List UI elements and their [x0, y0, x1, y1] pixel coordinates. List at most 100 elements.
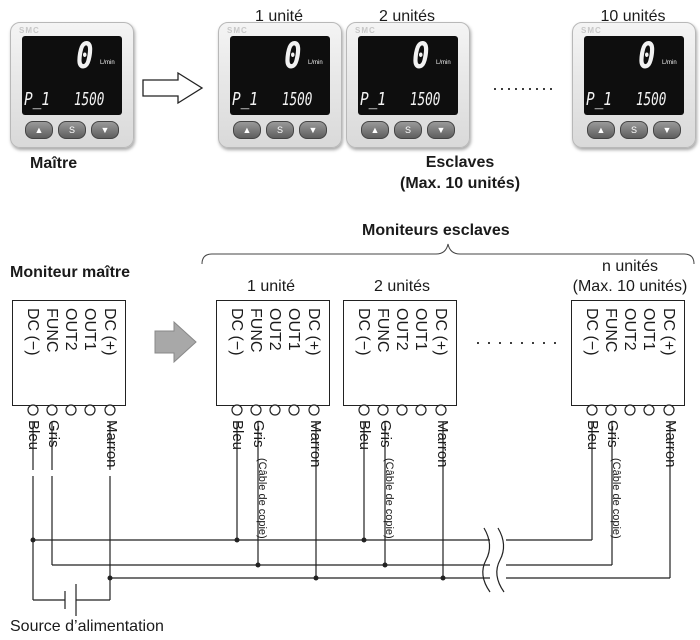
display-value: 0: [76, 36, 94, 77]
slave-n-wire-grey-note: (Câble de copie): [610, 458, 622, 539]
display-mode: P_1: [360, 89, 387, 110]
display-value: 0: [638, 36, 656, 77]
slave-2-terminal-circles: [358, 404, 447, 416]
master-terminal-box: [12, 300, 126, 406]
master-monitor-title: Moniteur maître: [10, 264, 131, 281]
terminal-func: FUNC: [247, 308, 264, 353]
terminal-func: FUNC: [43, 308, 60, 353]
slave-1-terminal-circles: [231, 404, 320, 416]
down-button[interactable]: ▼: [299, 121, 327, 139]
up-button[interactable]: ▲: [361, 121, 389, 139]
terminal-func: FUNC: [374, 308, 391, 353]
lcd-screen: 0 L/min P_1 1500: [358, 36, 458, 115]
slave-2-wire-brown: Marron: [434, 420, 451, 468]
down-button[interactable]: ▼: [427, 121, 455, 139]
power-source-label: Source d’alimentation: [10, 618, 164, 635]
master-terminal-circles: [27, 404, 116, 416]
lcd-screen: 0 L/min P_1 1500: [230, 36, 330, 115]
display-mode: P_1: [24, 89, 51, 110]
display-mode: P_1: [232, 89, 259, 110]
master-label: Maître: [30, 155, 78, 172]
display-unit: L/min: [436, 60, 451, 66]
slave-2-wire-blue: Bleu: [356, 420, 373, 451]
master-terminals: DC (−) FUNC OUT2 OUT1 DC (+): [12, 300, 124, 404]
terminal-dc-plus: DC (+): [660, 308, 677, 356]
slave-monitor-2: SMC 0 L/min P_1 1500 ▲ S ▼: [346, 22, 470, 148]
terminal-dc-minus: DC (−): [583, 308, 600, 356]
terminal-out1: OUT1: [81, 308, 98, 351]
slave-n-wire-brown: Marron: [662, 420, 679, 468]
bottom-unit-1-label: 1 unité: [247, 278, 296, 295]
up-button[interactable]: ▲: [233, 121, 261, 139]
display-setpoint: 1500: [282, 89, 313, 110]
top-unit-2-label: 2 unités: [378, 8, 436, 25]
slave-2-wire-grey-note: (Câble de copie): [383, 458, 395, 539]
top-unit-1-label: 1 unité: [254, 8, 304, 25]
terminal-dc-minus: DC (−): [355, 308, 372, 356]
terminal-out1: OUT1: [412, 308, 429, 351]
terminal-out2: OUT2: [393, 308, 410, 351]
up-button[interactable]: ▲: [25, 121, 53, 139]
display-unit: L/min: [100, 60, 115, 66]
terminal-out1: OUT1: [285, 308, 302, 351]
display-value: 0: [412, 36, 430, 77]
brand-logo: SMC: [227, 26, 248, 35]
terminal-dc-plus: DC (+): [101, 308, 118, 356]
display-mode: P_1: [586, 89, 613, 110]
bottom-unit-2-label: 2 unités: [374, 278, 431, 295]
display-setpoint: 1500: [74, 89, 105, 110]
slaves-max-label: (Max. 10 unités): [399, 175, 521, 192]
up-button[interactable]: ▲: [587, 121, 615, 139]
display-setpoint: 1500: [410, 89, 441, 110]
master-wire-brown: Marron: [103, 420, 120, 468]
master-wire-blue: Bleu: [25, 420, 42, 451]
copy-arrow-icon: [142, 71, 204, 105]
terminal-out2: OUT2: [621, 308, 638, 351]
slave-1-wire-grey-note: (Câble de copie): [256, 458, 268, 539]
display-value: 0: [284, 36, 302, 77]
slave-monitor-1: SMC 0 L/min P_1 1500 ▲ S ▼: [218, 22, 342, 148]
brand-logo: SMC: [581, 26, 602, 35]
slave-n-wire-blue: Bleu: [584, 420, 601, 451]
master-monitor-device: SMC 0 L/min P_1 1500 ▲ S ▼: [10, 22, 134, 148]
brand-logo: SMC: [19, 26, 40, 35]
bottom-ellipsis: · · · · · · · ·: [475, 332, 558, 352]
slave-monitors-title: Moniteurs esclaves: [362, 222, 510, 239]
slaves-bracket: [201, 243, 695, 265]
lcd-screen: 0 L/min P_1 1500: [22, 36, 122, 115]
lcd-screen: 0 L/min P_1 1500: [584, 36, 684, 115]
terminal-dc-minus: DC (−): [24, 308, 41, 356]
set-button[interactable]: S: [620, 121, 648, 139]
top-ellipsis: ·········: [492, 78, 555, 98]
display-unit: L/min: [308, 60, 323, 66]
slaves-label: Esclaves: [425, 154, 495, 171]
terminal-dc-plus: DC (+): [432, 308, 449, 356]
terminal-func: FUNC: [602, 308, 619, 353]
set-button[interactable]: S: [58, 121, 86, 139]
down-button[interactable]: ▼: [91, 121, 119, 139]
bottom-unit-n-label: n unités: [601, 258, 659, 275]
set-button[interactable]: S: [266, 121, 294, 139]
brand-logo: SMC: [355, 26, 376, 35]
terminal-dc-minus: DC (−): [228, 308, 245, 356]
set-button[interactable]: S: [394, 121, 422, 139]
terminal-out2: OUT2: [266, 308, 283, 351]
slave-1-wire-grey: Gris: [250, 420, 267, 448]
slave-n-terminal-circles: [586, 404, 675, 416]
slave-2-wire-grey: Gris: [377, 420, 394, 448]
slave-1-wire-blue: Bleu: [229, 420, 246, 451]
display-unit: L/min: [662, 60, 677, 66]
master-wire-grey: Gris: [45, 420, 62, 448]
terminal-out2: OUT2: [62, 308, 79, 351]
terminal-out1: OUT1: [640, 308, 657, 351]
bottom-unit-n-max: (Max. 10 unités): [572, 278, 688, 295]
down-button[interactable]: ▼: [653, 121, 681, 139]
display-setpoint: 1500: [636, 89, 667, 110]
slave-2-terminals: DC (−) FUNC OUT2 OUT1 DC (+): [343, 300, 455, 404]
slave-1-wire-brown: Marron: [307, 420, 324, 468]
slave-1-terminals: DC (−) FUNC OUT2 OUT1 DC (+): [216, 300, 328, 404]
slave-n-wire-grey: Gris: [604, 420, 621, 448]
slave-monitor-10: SMC 0 L/min P_1 1500 ▲ S ▼: [572, 22, 696, 148]
top-unit-10-label: 10 unités: [600, 8, 666, 25]
